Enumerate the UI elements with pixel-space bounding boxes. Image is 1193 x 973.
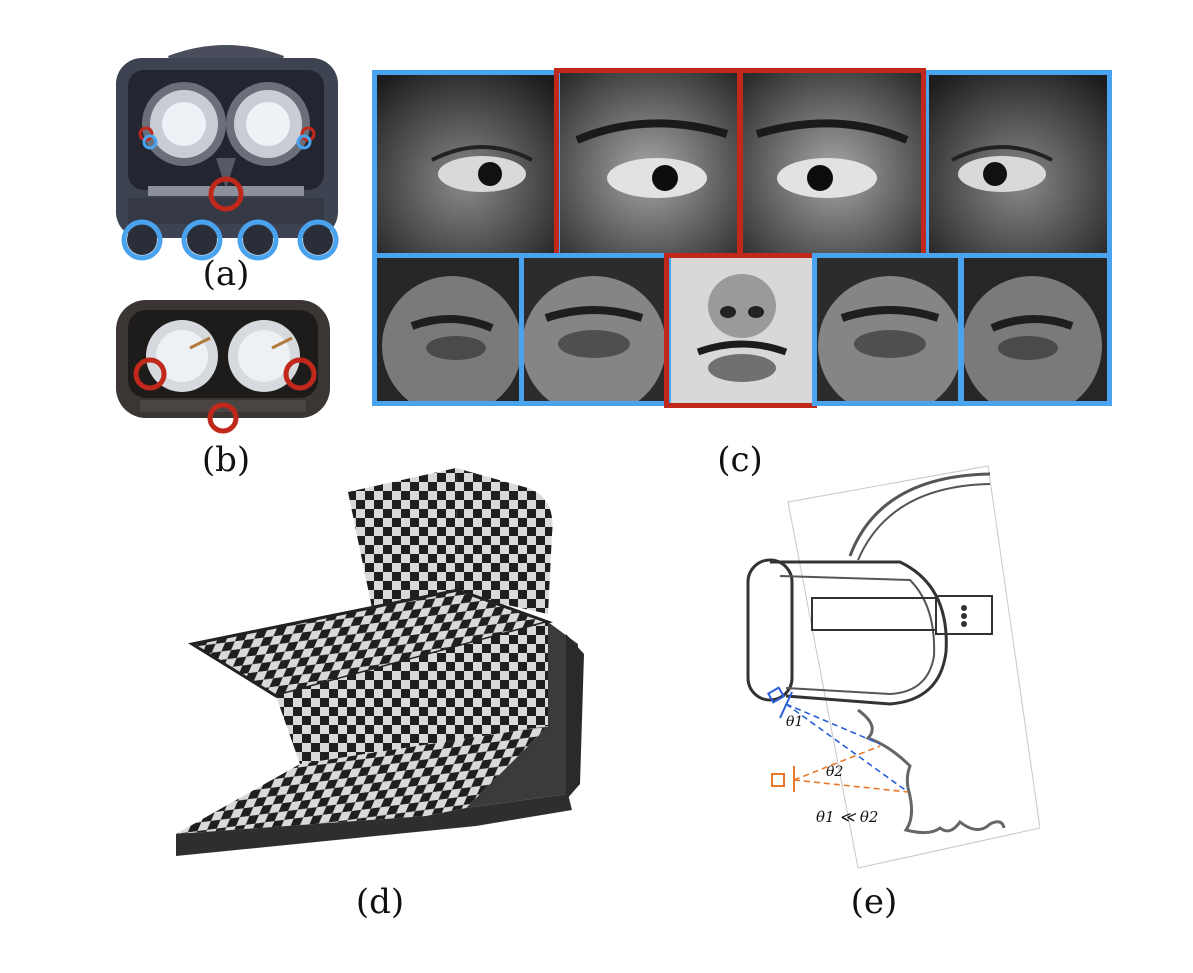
blue-frame-bottom-2 (519, 253, 671, 406)
caption-a: (a) (202, 254, 250, 294)
panel-d-calibration-rig (176, 464, 596, 874)
red-frame-top-center-right (738, 68, 926, 258)
headset-second-illustration (116, 300, 330, 434)
blue-frame-top-right (924, 70, 1112, 258)
eye-view-left-outer (372, 70, 557, 256)
blue-camera-marker (237, 219, 279, 261)
caption-c: (c) (717, 440, 763, 480)
checkerboard-rig-illustration (176, 468, 584, 856)
blue-frame-bottom-1 (372, 253, 524, 406)
external-camera-icon (771, 773, 785, 787)
blue-camera-marker (142, 134, 158, 150)
panel-b-headset-photo (112, 296, 334, 436)
red-camera-marker (283, 357, 317, 391)
red-camera-marker (133, 357, 167, 391)
red-camera-marker (208, 176, 244, 212)
theta-relation-label: θ1 ≪ θ2 (816, 808, 879, 826)
headset-profile-diagram (746, 465, 1041, 869)
blue-camera-marker (296, 134, 312, 150)
red-frame-top-center-left (554, 68, 742, 258)
caption-e: (e) (850, 882, 898, 922)
blue-camera-marker (297, 219, 339, 261)
mouth-view-5 (964, 256, 1112, 406)
panel-a-headset-photo (98, 38, 354, 266)
blue-camera-marker (181, 219, 223, 261)
red-frame-bottom-center (664, 253, 817, 408)
caption-d: (d) (355, 882, 405, 922)
headset-camera-icon (766, 686, 786, 704)
red-camera-marker (138, 126, 154, 142)
panel-e-angle-diagram: θ1 θ2 θ1 ≪ θ2 (740, 456, 1041, 876)
mouth-view-4 (816, 256, 964, 406)
caption-b: (b) (201, 440, 251, 480)
eye-view-right-outer (927, 70, 1112, 256)
blue-frame-bottom-4 (812, 253, 964, 406)
red-camera-marker (300, 126, 316, 142)
blue-camera-marker (121, 219, 163, 261)
mouth-view-3 (668, 256, 816, 406)
blue-frame-bottom-5 (958, 253, 1112, 406)
theta1-label: θ1 (786, 714, 804, 730)
blue-frame-top-left (372, 70, 560, 258)
red-camera-marker (207, 402, 239, 434)
eye-view-right-inner (742, 70, 927, 256)
headset-front-illustration (116, 45, 339, 261)
mouth-view-2 (520, 256, 668, 406)
eye-view-left-inner (557, 70, 742, 256)
mouth-view-1 (372, 256, 520, 406)
theta2-label: θ2 (826, 764, 844, 780)
